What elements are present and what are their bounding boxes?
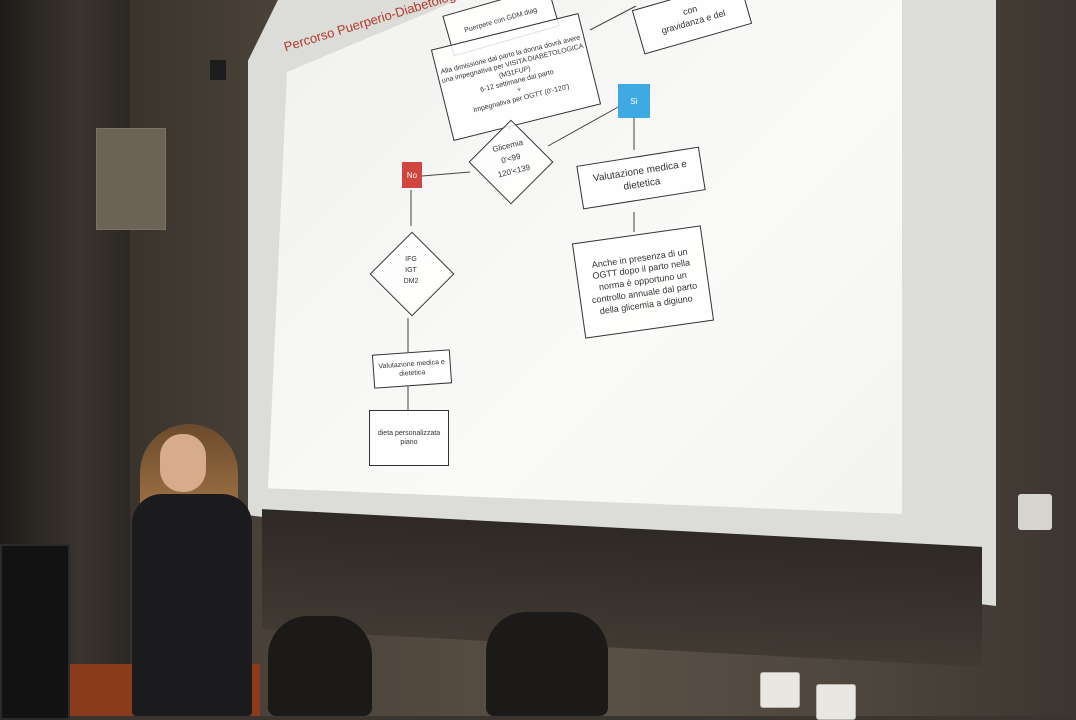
left-evaluation-text: Valutazione medica e dietetica xyxy=(378,358,446,378)
wall-thermostat xyxy=(1018,494,1052,530)
presenter-face xyxy=(160,434,206,492)
desk-monitor xyxy=(0,544,70,720)
wall-outlet-right xyxy=(816,684,856,720)
yes-tag: Sì xyxy=(618,84,650,118)
chair-left xyxy=(268,616,372,716)
chair-right xyxy=(486,612,608,716)
ifg-igt-dm2-text: IFG IGT DM2 xyxy=(403,256,419,286)
wall-outlet-left xyxy=(760,672,800,708)
left-diet-box: dieta personalizzata piano xyxy=(369,410,449,466)
left-evaluation-box: Valutazione medica e dietetica xyxy=(371,349,453,389)
no-tag: No xyxy=(402,162,422,188)
discharge-box-text: Alla dimissione dal parto la donna dovrà… xyxy=(439,34,585,115)
right-note-text: Anche in presenza di un OGTT dopo il par… xyxy=(591,246,698,316)
right-note-box: Anche in presenza di un OGTT dopo il par… xyxy=(571,225,715,339)
wall-speaker xyxy=(96,128,166,230)
left-diet-text: dieta personalizzata piano xyxy=(377,429,441,446)
presenter-body xyxy=(132,494,252,716)
wall-camera xyxy=(210,60,226,80)
